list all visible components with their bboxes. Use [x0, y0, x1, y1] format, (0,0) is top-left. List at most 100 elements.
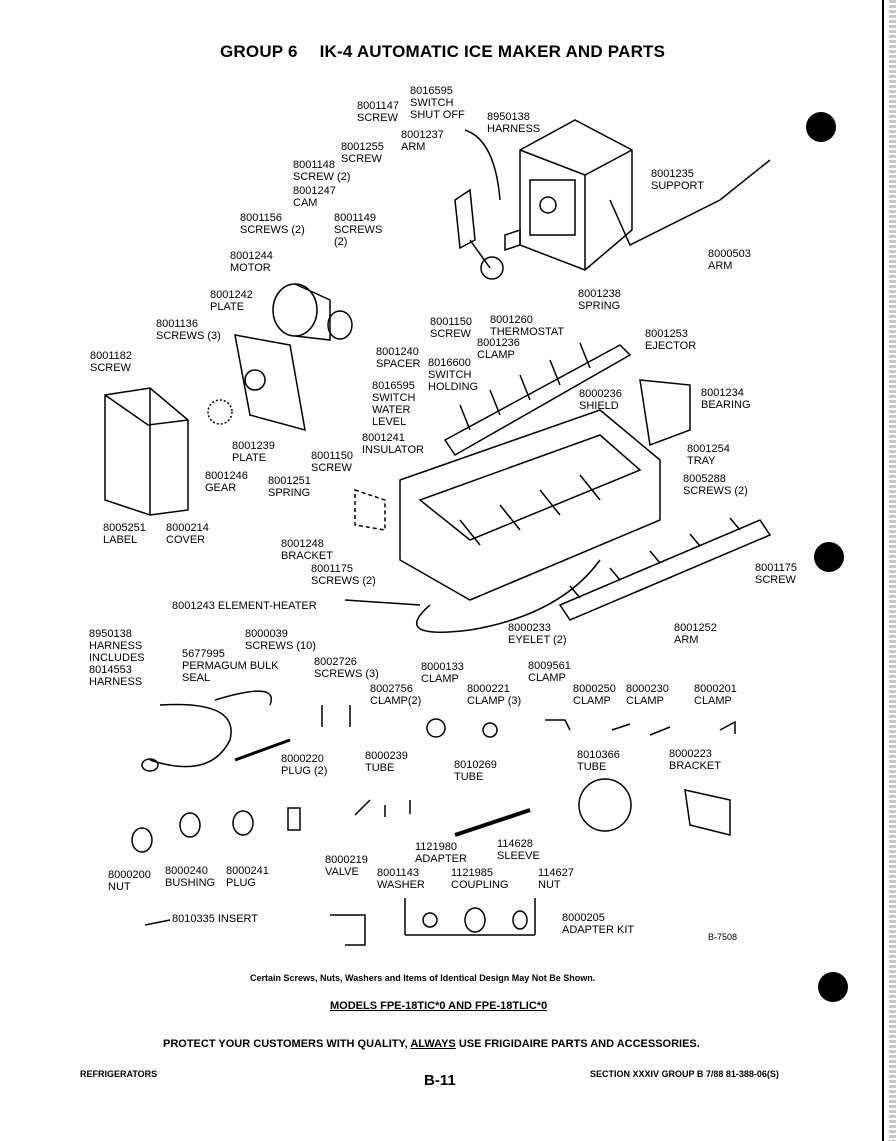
part-label-tray: 8001254 TRAY: [687, 443, 730, 467]
part-label-spacer: 8001240 SPACER: [376, 346, 421, 370]
part-label-screws-1149: 8001149 SCREWS (2): [334, 212, 383, 248]
footer-section: SECTION XXXIV GROUP B 7/88 81-388-06(S): [590, 1069, 779, 1079]
part-label-support: 8001235 SUPPORT: [651, 168, 704, 192]
part-label-nut-4627: 114627 NUT: [538, 867, 574, 891]
footer-category: REFRIGERATORS: [80, 1069, 158, 1079]
gear-drawing: [207, 399, 233, 425]
part-label-insert: 8010335 INSERT: [172, 913, 259, 925]
part-label-cam: 8001247 CAM: [293, 185, 336, 209]
part-label-screws-0039: 8000039 SCREWS (10): [245, 628, 316, 652]
part-label-clamp-0230: 8000230 CLAMP: [626, 683, 669, 707]
quality-statement-end: USE FRIGIDAIRE PARTS AND ACCESSORIES.: [455, 1038, 700, 1050]
part-label-insulator: 8001241 INSULATOR: [362, 432, 424, 456]
part-label-screw-1182: 8001182 SCREW: [90, 350, 133, 374]
quality-statement: PROTECT YOUR CUSTOMERS WITH QUALITY, ALW…: [163, 1038, 700, 1050]
part-label-bushing: 8000240 BUSHING: [165, 865, 216, 889]
part-label-arm-1237: 8001237 ARM: [401, 129, 444, 153]
part-label-spring-1238: 8001238 SPRING: [578, 288, 621, 312]
part-label-shutoff-switch: 8016595 SWITCH SHUT OFF: [410, 85, 465, 121]
part-label-arm-0503: 8000503 ARM: [708, 248, 751, 272]
illustration-note: Certain Screws, Nuts, Washers and Items …: [250, 973, 596, 983]
part-label-bracket-1248: 8001248 BRACKET: [281, 538, 333, 562]
part-label-holding-switch: 8016600 SWITCH HOLDING: [428, 357, 479, 393]
scan-edge: [889, 0, 896, 1141]
part-label-clamp-9561: 8009561 CLAMP: [528, 660, 571, 684]
part-label-seal: 5677995 PERMAGUM BULK SEAL: [182, 648, 279, 684]
part-label-sleeve: 114628 SLEEVE: [497, 838, 540, 862]
part-label-screw-1255: 8001255 SCREW: [341, 141, 384, 165]
part-label-clamp-0201: 8000201 CLAMP: [694, 683, 737, 707]
washer-drawing: [422, 912, 438, 928]
part-label-ejector: 8001253 EJECTOR: [645, 328, 697, 352]
motor-drawing: [272, 283, 353, 341]
tubes-drawing: [287, 778, 731, 837]
lower-harness-drawing: [141, 690, 272, 772]
part-label-water-level-switch: 8016595 SWITCH WATER LEVEL: [372, 380, 416, 428]
part-label-plug-0220: 8000220 PLUG (2): [281, 753, 328, 777]
part-label-screw-1150a: 8001150 SCREW: [430, 316, 473, 340]
part-label-adapter: 1121980 ADAPTER: [415, 841, 467, 865]
part-label-screws-1175: 8001175 SCREWS (2): [311, 563, 376, 587]
exploded-view-illustration: [104, 119, 772, 946]
part-label-clamp-2756: 8002756 CLAMP(2): [370, 683, 422, 707]
part-label-adapter-kit: 8000205 ADAPTER KIT: [562, 912, 635, 936]
cover-drawing: [104, 387, 189, 516]
part-label-screws-1156: 8001156 SCREWS (2): [240, 212, 305, 236]
insert-drawing: [144, 919, 171, 926]
part-label-screw-1147: 8001147 SCREW: [357, 100, 400, 124]
seal-drawing: [234, 738, 291, 762]
part-label-thermostat: 8001260 THERMOSTAT: [490, 314, 565, 338]
part-label-screw-1150b: 8001150 SCREW: [311, 450, 354, 474]
part-label-label: 8005251 LABEL: [103, 522, 146, 546]
part-label-spring-1251: 8001251 SPRING: [268, 475, 311, 499]
heater-leader: [344, 599, 421, 606]
bracket-drawing: [354, 488, 386, 531]
part-label-clamp-0221: 8000221 CLAMP (3): [467, 683, 522, 707]
part-label-screws-5288: 8005288 SCREWS (2): [683, 473, 748, 497]
part-label-shield: 8000236 SHIELD: [579, 388, 622, 412]
part-label-clamp-0133: 8000133 CLAMP: [421, 661, 464, 685]
quality-statement-always: ALWAYS: [410, 1038, 456, 1050]
part-label-motor: 8001244 MOTOR: [230, 250, 273, 274]
part-label-plate-1239: 8001239 PLATE: [232, 440, 275, 464]
mounting-plate-drawing: [234, 334, 306, 432]
models-line: MODELS FPE-18TIC*0 AND FPE-18TLIC*0: [330, 1000, 548, 1012]
binder-hole-bottom: [818, 972, 848, 1002]
part-label-bracket-0223: 8000223 BRACKET: [669, 748, 721, 772]
part-label-clamp-0250: 8000250 CLAMP: [573, 683, 616, 707]
nut-bushing-plug-drawing: [131, 810, 254, 853]
group-title: IK-4 AUTOMATIC ICE MAKER AND PARTS: [319, 42, 666, 61]
part-label-valve: 8000219 VALVE: [325, 854, 368, 878]
clamps-drawing: [426, 718, 736, 738]
part-label-screws-1136: 8001136 SCREWS (3): [156, 318, 221, 342]
binder-hole-middle: [814, 542, 844, 572]
part-label-arm-1252: 8001252 ARM: [674, 622, 717, 646]
part-label-coupling: 1121985 COUPLING: [451, 867, 509, 891]
part-label-tube-0239: 8000239 TUBE: [365, 750, 408, 774]
part-label-tube-0366: 8010366 TUBE: [577, 749, 620, 773]
shutoff-switch-drawing: [454, 129, 521, 269]
group-number: GROUP 6: [220, 42, 298, 61]
adapter-kit-bracket: [404, 898, 536, 936]
part-label-lower-harness: 8950138 HARNESS INCLUDES 8014553 HARNESS: [89, 628, 145, 688]
valve-drawing: [330, 914, 366, 946]
footer-page-number: B-11: [424, 1072, 456, 1089]
screws-drawing: [321, 705, 351, 727]
part-label-washer: 8001143 WASHER: [377, 867, 425, 891]
part-label-harness: 8950138 HARNESS: [487, 111, 541, 135]
quality-statement-start: PROTECT YOUR CUSTOMERS WITH QUALITY,: [163, 1038, 411, 1050]
part-label-nut-0200: 8000200 NUT: [108, 869, 151, 893]
part-label-screws-2726: 8002726 SCREWS (3): [314, 656, 379, 680]
part-label-screw-1148: 8001148 SCREW (2): [293, 159, 351, 183]
part-label-clamp-1236: 8001236 CLAMP: [477, 337, 520, 361]
part-label-cover: 8000214 COVER: [166, 522, 209, 546]
part-label-bearing: 8001234 BEARING: [701, 387, 751, 411]
heater-element-drawing: [416, 559, 601, 633]
figure-id: B-7508: [708, 932, 738, 942]
binder-hole-top: [806, 112, 836, 142]
arm-1252-drawing: [558, 517, 772, 621]
nut-4627-drawing: [512, 910, 528, 930]
part-label-plate-1242: 8001242 PLATE: [210, 289, 253, 313]
